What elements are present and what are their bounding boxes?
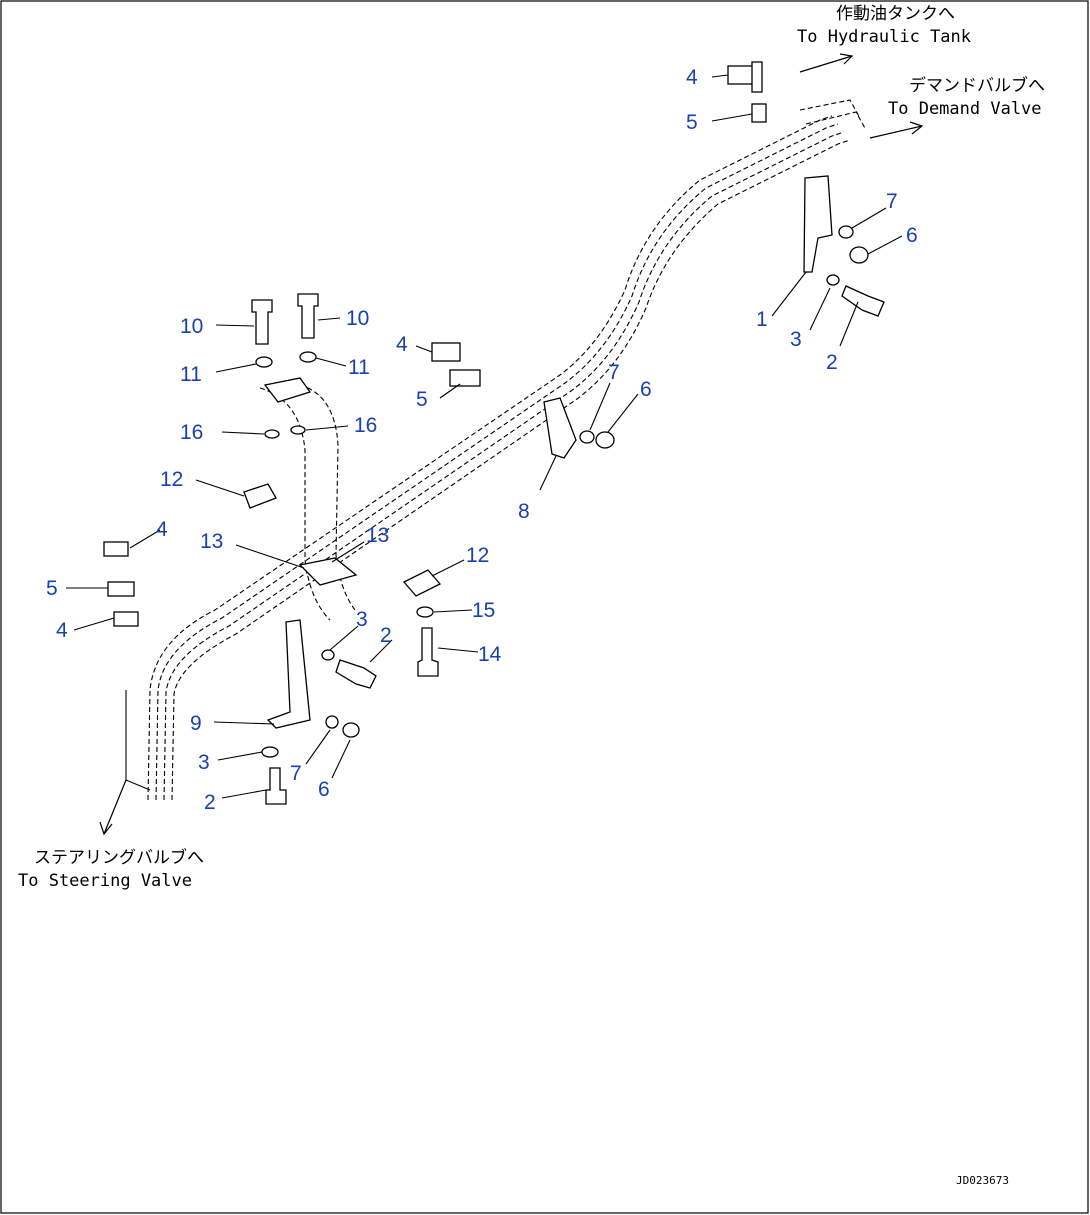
bolt-part-5-upper xyxy=(751,103,767,123)
destination-arrows xyxy=(99,53,924,836)
hydraulic-tank-label-jp: 作動油タンクへ xyxy=(836,4,955,24)
callout-12: 12 xyxy=(160,468,183,491)
washer-part-11-left xyxy=(255,356,273,368)
washer-part-3-center xyxy=(321,649,335,661)
steering-valve-label-jp: ステアリングバルブへ xyxy=(34,847,204,868)
callout-12: 12 xyxy=(466,544,489,567)
callout-8: 8 xyxy=(518,500,530,523)
steering-valve-label-en: To Steering Valve xyxy=(18,871,192,891)
bolt-part-2-lower xyxy=(265,767,287,805)
leader-lines xyxy=(66,74,903,799)
bolt-part-5-center xyxy=(449,369,481,387)
callout-7: 7 xyxy=(290,762,302,785)
callout-9: 9 xyxy=(190,712,202,735)
callout-4: 4 xyxy=(686,66,698,89)
callout-13: 13 xyxy=(366,524,389,547)
callout-15: 15 xyxy=(472,599,495,622)
callout-16: 16 xyxy=(180,421,203,444)
callout-16: 16 xyxy=(354,414,377,437)
callout-7: 7 xyxy=(886,190,898,213)
bolt-part-2-right xyxy=(841,285,885,317)
callout-5: 5 xyxy=(416,388,428,411)
clamp-part-4b-upper xyxy=(751,61,763,93)
callout-3: 3 xyxy=(356,608,368,631)
bolt-part-5-left xyxy=(107,581,135,597)
washer-part-15 xyxy=(416,606,434,618)
clamp-part-12-left xyxy=(243,483,277,509)
hydraulic-tank-label-en: To Hydraulic Tank xyxy=(797,27,971,47)
callout-6: 6 xyxy=(318,778,330,801)
washer-part-7-right xyxy=(838,225,854,239)
clamp-block-upper-left xyxy=(263,377,312,403)
bracket-part-9 xyxy=(266,619,311,729)
callout-11: 11 xyxy=(348,356,370,379)
callout-14: 14 xyxy=(478,643,502,666)
callout-4: 4 xyxy=(156,518,168,541)
clamp-part-4-left-upper xyxy=(103,541,129,557)
o-ring-part-16-right xyxy=(290,425,306,435)
parts xyxy=(103,61,885,805)
callout-3: 3 xyxy=(790,328,802,351)
callout-10: 10 xyxy=(180,315,203,338)
bolt-part-10-right xyxy=(297,293,319,339)
callout-7: 7 xyxy=(608,361,620,384)
callout-6: 6 xyxy=(640,378,652,401)
callout-numbers: 4 5 7 6 1 3 2 10 10 11 11 16 16 4 5 7 6 … xyxy=(46,66,918,814)
washer-part-3-lower xyxy=(261,746,279,758)
plate-part-8 xyxy=(543,397,577,459)
clamp-part-4-center xyxy=(431,342,461,362)
callout-4: 4 xyxy=(396,333,408,356)
clamp-part-4-left-lower xyxy=(113,611,139,627)
o-ring-part-16-left xyxy=(264,429,280,439)
bolt-part-14 xyxy=(417,627,439,677)
callout-10: 10 xyxy=(346,307,369,330)
callout-5: 5 xyxy=(686,111,698,134)
clamp-part-13 xyxy=(298,557,358,586)
nut-part-6-right xyxy=(849,246,869,264)
clamp-part-4-upper xyxy=(727,65,755,85)
pipe-bundle xyxy=(147,99,867,801)
callout-2: 2 xyxy=(826,351,838,374)
demand-valve-label-en: To Demand Valve xyxy=(888,99,1042,119)
bracket-part-1 xyxy=(803,175,833,273)
washer-part-11-right xyxy=(299,351,317,363)
washer-part-7-center xyxy=(579,430,595,444)
nut-part-6-center xyxy=(595,431,615,449)
callout-3: 3 xyxy=(198,751,210,774)
washer-part-3-right xyxy=(826,274,840,286)
callout-4: 4 xyxy=(56,619,68,642)
clamp-part-12-right xyxy=(402,569,442,597)
callout-2: 2 xyxy=(380,624,392,647)
callout-5: 5 xyxy=(46,577,58,600)
bolt-part-2-center xyxy=(335,659,377,689)
callout-11: 11 xyxy=(180,363,202,386)
callout-2: 2 xyxy=(204,791,216,814)
washer-part-7-lower xyxy=(325,715,339,729)
drawing-number: JD023673 xyxy=(956,1174,1009,1187)
callout-1: 1 xyxy=(756,308,768,331)
destination-labels: 作動油タンクへ To Hydraulic Tank デマンドバルブへ To De… xyxy=(18,4,1045,891)
callout-6: 6 xyxy=(906,224,918,247)
demand-valve-label-jp: デマンドバルブへ xyxy=(909,75,1045,96)
bolt-part-10-left xyxy=(251,299,273,345)
nut-part-6-lower xyxy=(342,722,360,738)
callout-13: 13 xyxy=(200,530,223,553)
